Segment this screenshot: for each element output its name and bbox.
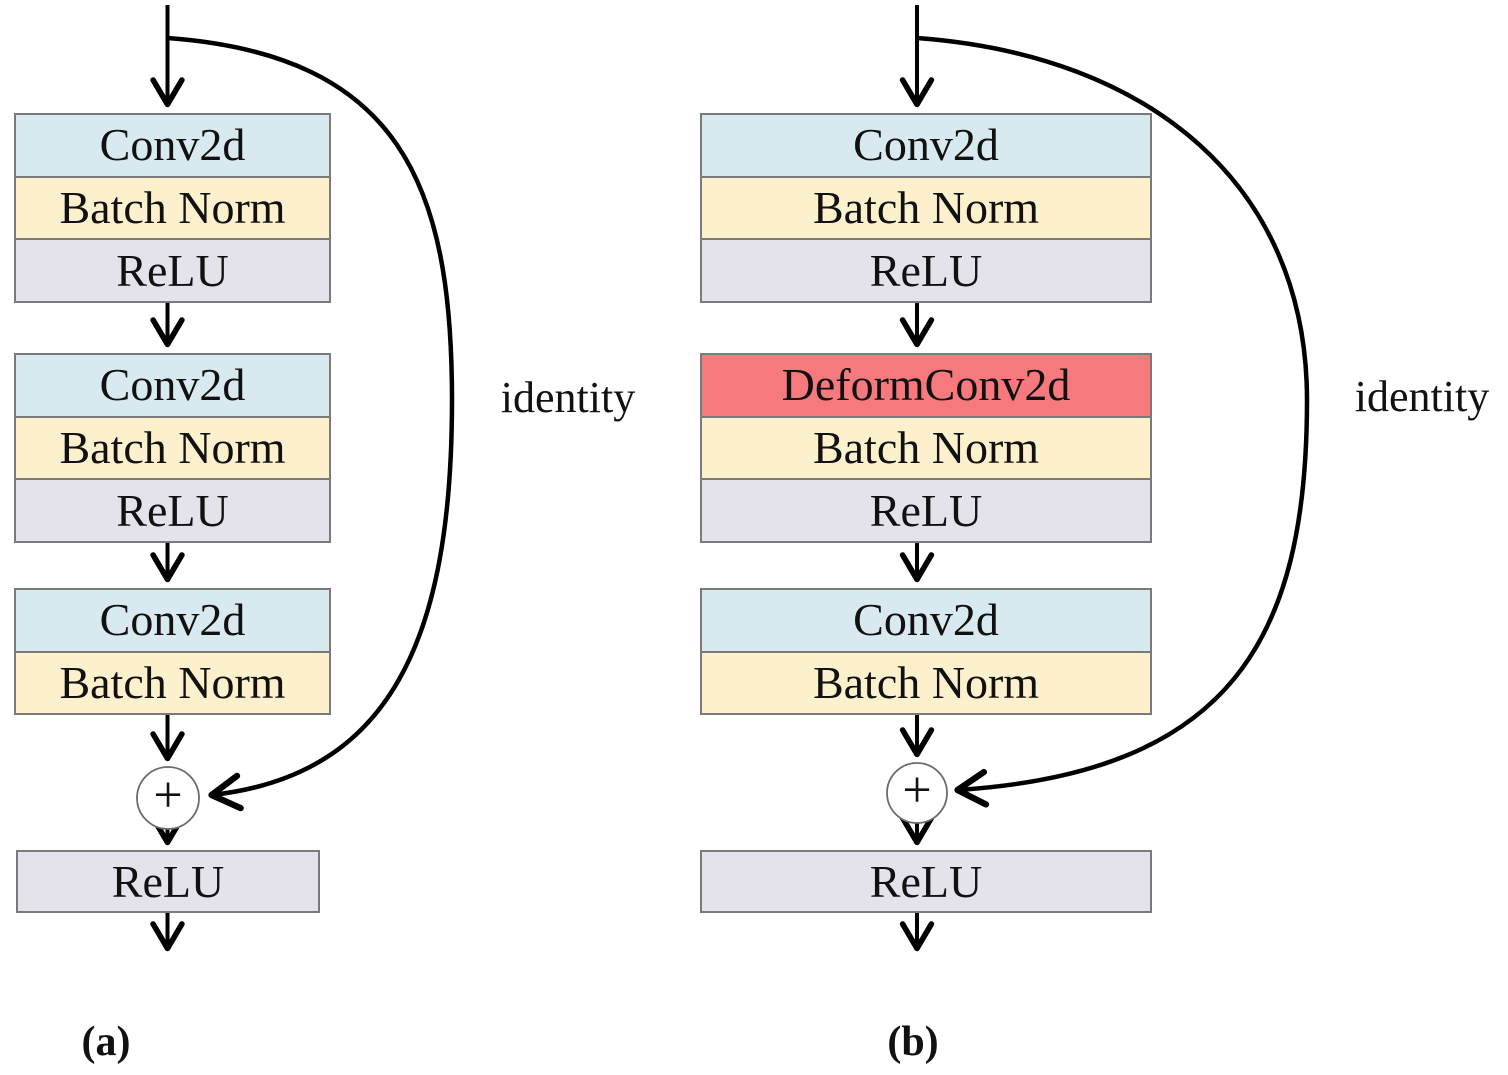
layer-box-relu-output: ReLU [16,850,320,913]
block-a-group-2: Conv2d Batch Norm ReLU [14,353,331,543]
layer-box-conv2d: Conv2d [702,590,1150,651]
plus-symbol-a: + [153,766,183,824]
layer-box-relu: ReLU [702,478,1150,542]
layer-box-batchnorm: Batch Norm [16,415,329,479]
caption-b: (b) [887,1019,939,1065]
layer-box-batchnorm: Batch Norm [702,415,1150,479]
block-a-group-3: Conv2d Batch Norm [14,588,331,715]
layer-box-batchnorm: Batch Norm [16,175,329,239]
block-b-group-3: Conv2d Batch Norm [700,588,1152,715]
layer-box-deformconv2d: DeformConv2d [702,355,1150,416]
plus-symbol-b: + [902,761,932,819]
layer-box-relu: ReLU [702,238,1150,302]
layer-box-relu: ReLU [16,478,329,542]
layer-box-conv2d: Conv2d [16,355,329,416]
layer-box-conv2d: Conv2d [16,115,329,176]
layer-box-conv2d: Conv2d [702,115,1150,176]
layer-box-relu: ReLU [16,238,329,302]
layer-box-batchnorm: Batch Norm [16,650,329,713]
identity-label-b: identity [1354,372,1490,421]
layer-box-conv2d: Conv2d [16,590,329,651]
block-a-group-1: Conv2d Batch Norm ReLU [14,113,331,303]
layer-box-relu-output: ReLU [700,850,1152,913]
caption-a: (a) [81,1019,131,1065]
block-b-group-1: Conv2d Batch Norm ReLU [700,113,1152,303]
identity-label-a: identity [500,373,636,422]
block-b-group-2: DeformConv2d Batch Norm ReLU [700,353,1152,543]
layer-box-batchnorm: Batch Norm [702,650,1150,713]
layer-box-batchnorm: Batch Norm [702,175,1150,239]
